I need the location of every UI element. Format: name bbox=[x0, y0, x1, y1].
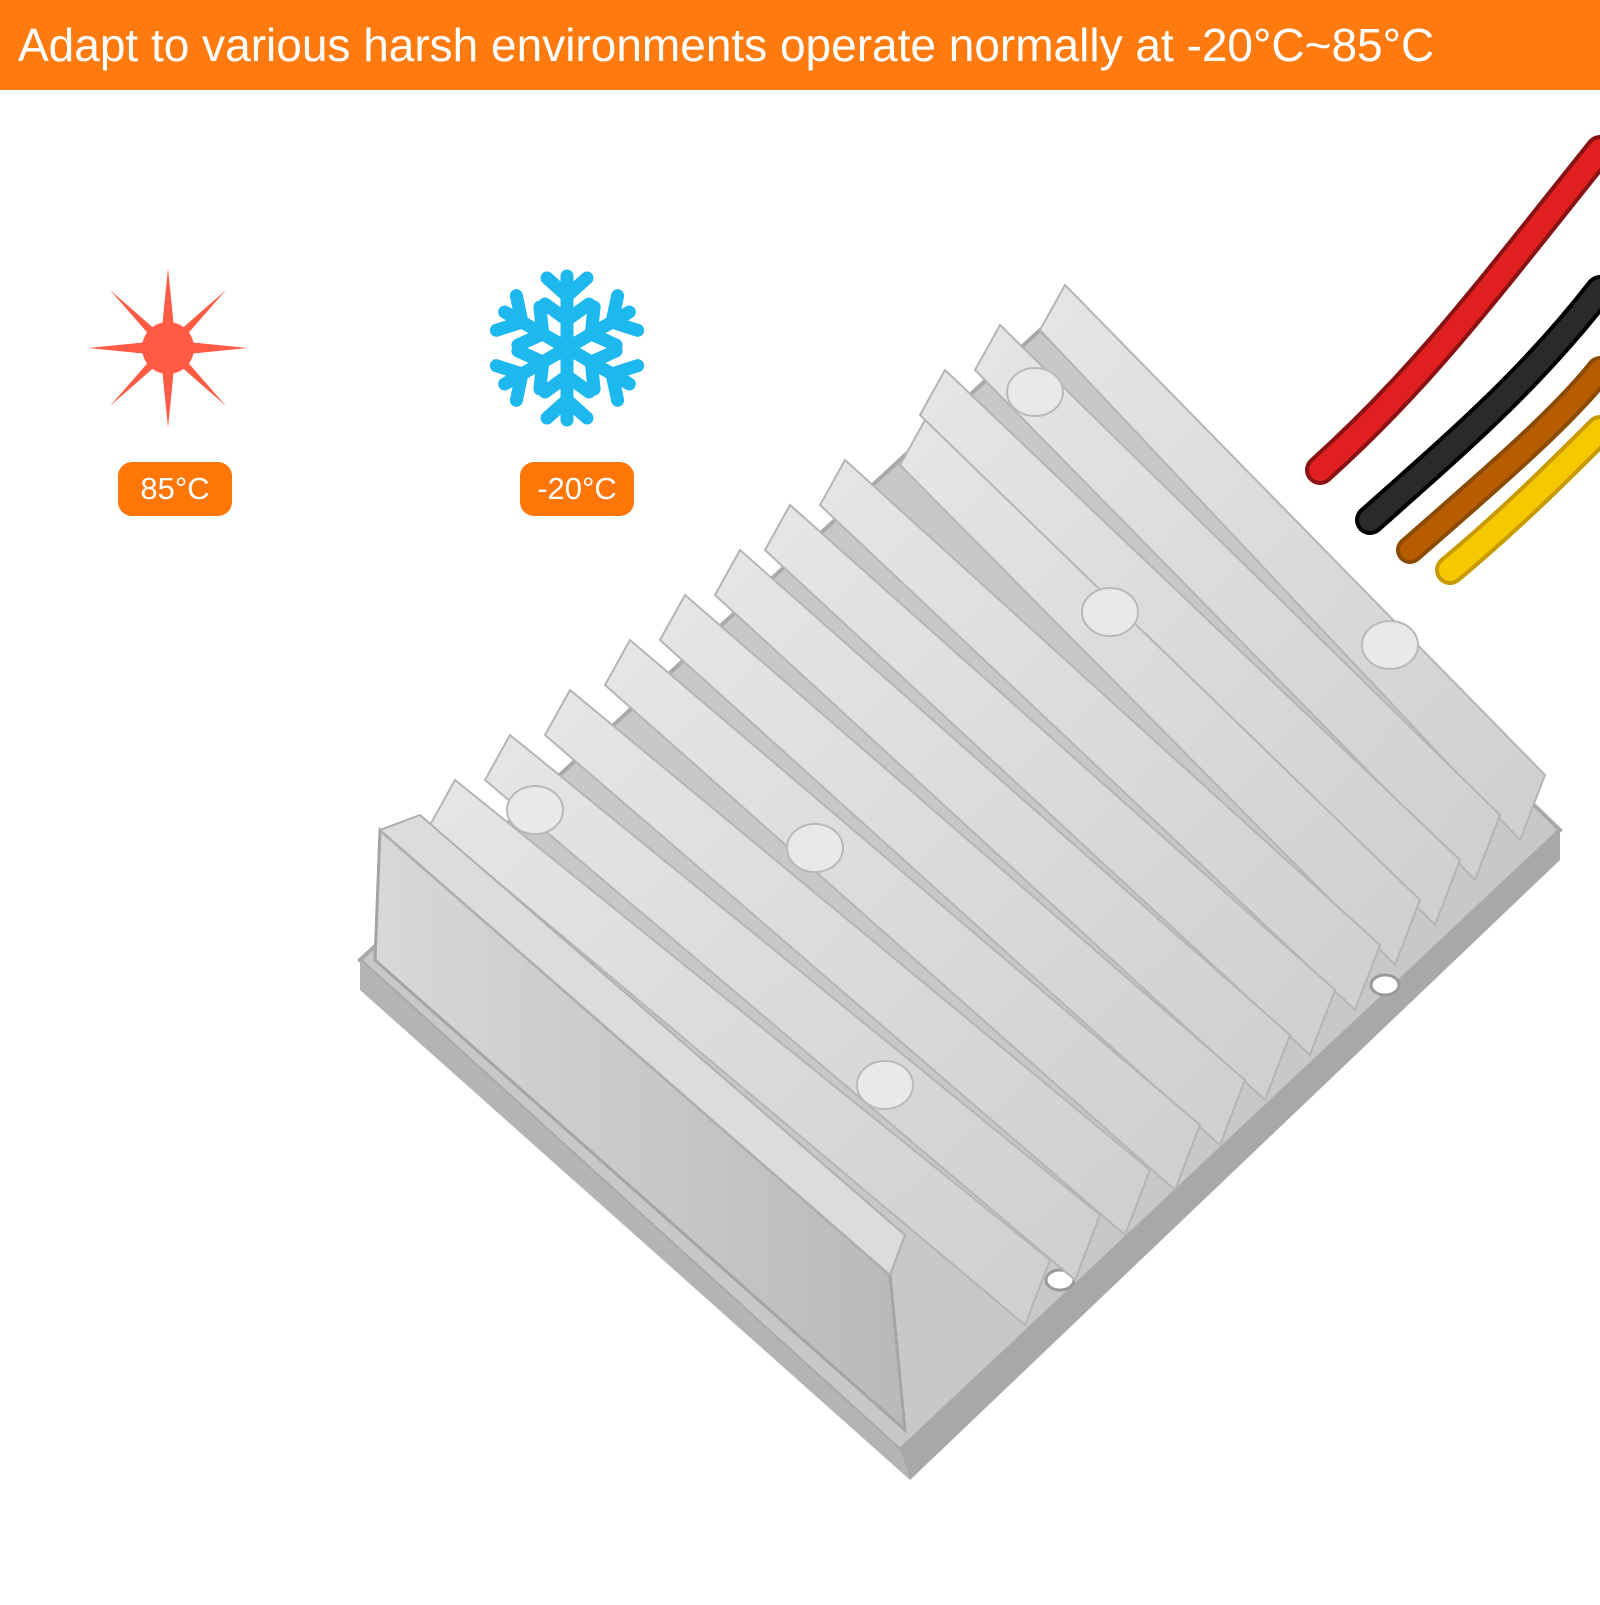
heatsink-fin bbox=[428, 778, 1052, 1327]
hot-temperature-badge: 85°C bbox=[118, 462, 232, 516]
screw-post bbox=[1081, 587, 1139, 637]
heatsink-fin bbox=[918, 368, 1462, 927]
screw-post bbox=[856, 1060, 914, 1110]
screw-post bbox=[786, 823, 844, 873]
wire-yellow bbox=[1435, 415, 1600, 585]
heatsink-fin bbox=[603, 638, 1202, 1192]
screw-post bbox=[1006, 367, 1064, 417]
sun-icon bbox=[88, 268, 248, 428]
heatsink-fin bbox=[543, 688, 1152, 1237]
converter-product-image bbox=[0, 90, 1600, 1605]
banner-text: Adapt to various harsh environments oper… bbox=[18, 19, 1435, 71]
wire-red bbox=[1305, 135, 1600, 485]
heatsink-fin bbox=[483, 733, 1102, 1282]
heatsink-fin bbox=[898, 418, 1422, 967]
heatsink-fin bbox=[713, 548, 1292, 1102]
cold-temperature-badge: -20°C bbox=[520, 462, 634, 516]
heatsink-fin bbox=[973, 323, 1502, 882]
wire-orange bbox=[1396, 356, 1600, 564]
heatsink-fin bbox=[818, 458, 1382, 1012]
top-banner: Adapt to various harsh environments oper… bbox=[0, 0, 1600, 90]
heatsink-fin bbox=[658, 593, 1247, 1147]
screw-post bbox=[1361, 620, 1419, 670]
mount-hole bbox=[1369, 973, 1401, 997]
snowflake-icon bbox=[486, 266, 648, 430]
screw-post bbox=[506, 785, 564, 835]
heatsink-fin bbox=[1038, 283, 1547, 842]
heatsink-fin bbox=[763, 503, 1337, 1057]
wire-black bbox=[1355, 275, 1600, 535]
